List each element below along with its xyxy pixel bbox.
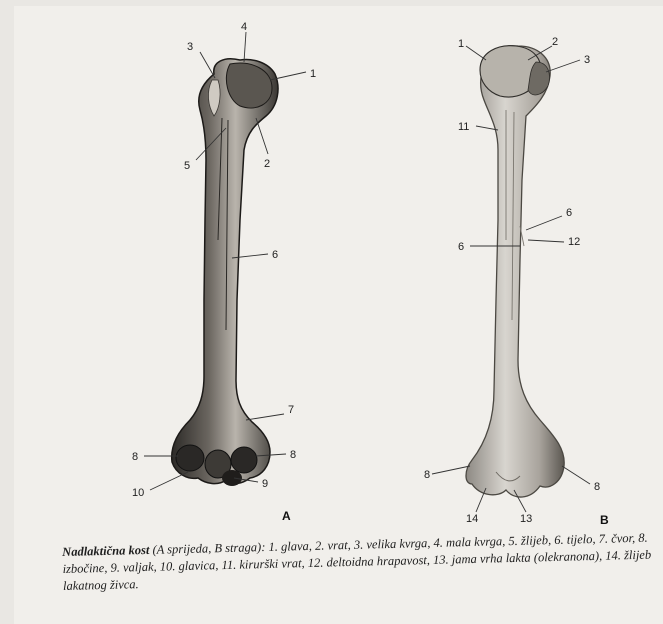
label-a-4: 4 [241, 21, 247, 33]
panel-label-b: B [600, 513, 609, 527]
label-a-10: 10 [132, 487, 144, 499]
label-b-8-right: 8 [594, 481, 600, 493]
caption-title: Nadlaktična kost [62, 543, 149, 559]
label-b-13: 13 [520, 513, 532, 525]
label-a-5: 5 [184, 160, 190, 172]
label-b-8-left: 8 [424, 469, 430, 481]
label-a-2: 2 [264, 158, 270, 170]
panel-label-a: A [282, 509, 291, 523]
label-b-12: 12 [568, 236, 580, 248]
label-a-6: 6 [272, 249, 278, 261]
label-a-9: 9 [262, 478, 268, 490]
label-b-14: 14 [466, 513, 478, 525]
trochlea-lower-front [222, 470, 242, 486]
label-b-11: 11 [458, 121, 469, 133]
label-b-3: 3 [584, 54, 590, 66]
label-a-8-right: 8 [290, 449, 296, 461]
label-b-2: 2 [552, 36, 558, 48]
label-a-7: 7 [288, 404, 294, 416]
label-b-6-left: 6 [458, 241, 464, 253]
label-b-1: 1 [458, 38, 464, 50]
trochlea-front [231, 447, 257, 473]
label-a-1: 1 [310, 68, 316, 80]
label-a-8-left: 8 [132, 451, 138, 463]
label-a-3: 3 [187, 41, 193, 53]
label-b-6-right: 6 [566, 207, 572, 219]
lateral-condyle-front [176, 445, 204, 471]
